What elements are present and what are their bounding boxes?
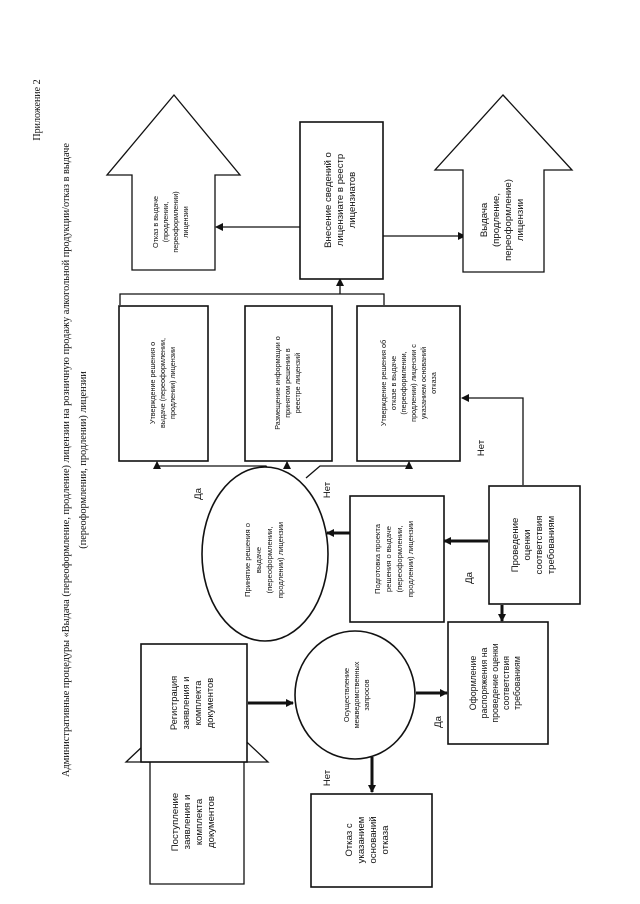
svg-text:требованиям: требованиям bbox=[546, 516, 557, 575]
svg-text:лицензии: лицензии bbox=[181, 206, 190, 238]
appendix-label: Приложение 2 bbox=[32, 79, 43, 140]
svg-text:документов: документов bbox=[205, 678, 215, 728]
receipt-text: Поступление заявления и комплекта докуме… bbox=[170, 793, 217, 851]
svg-text:Оформление: Оформление bbox=[468, 656, 478, 711]
refusal-reasons-box bbox=[310, 793, 433, 888]
svg-text:указанием: указанием bbox=[356, 817, 367, 864]
interagency-text: Осуществление межведомственных запросов bbox=[342, 661, 371, 728]
assessment-box bbox=[488, 485, 581, 605]
svg-text:Утверждение решения об: Утверждение решения об bbox=[379, 340, 388, 426]
approve-issue-text: Утверждение решения о выдаче (переоформл… bbox=[148, 338, 177, 428]
svg-text:Регистрация: Регистрация bbox=[169, 676, 179, 730]
approve-refusal-box bbox=[356, 305, 461, 462]
registration-text: Регистрация заявления и комплекта докуме… bbox=[169, 676, 215, 730]
order-assessment-box bbox=[447, 621, 549, 745]
svg-text:Подготовка проекта: Подготовка проекта bbox=[373, 523, 382, 594]
svg-text:выдаче (переоформлении,: выдаче (переоформлении, bbox=[158, 338, 167, 428]
issue-text: Выдача (продление, переоформление) лицен… bbox=[479, 179, 526, 261]
svg-text:Размещение информации о: Размещение информации о bbox=[273, 336, 282, 430]
svg-text:распоряжения на: распоряжения на bbox=[479, 647, 489, 718]
svg-text:(продлении,: (продлении, bbox=[161, 202, 170, 243]
decision-text: Принятие решения о выдаче (переоформлени… bbox=[243, 522, 285, 598]
label-yes-interagency: Да bbox=[433, 715, 444, 727]
interagency-circle bbox=[294, 630, 416, 760]
registration-box bbox=[140, 643, 248, 763]
svg-text:Отказ с: Отказ с bbox=[344, 823, 355, 857]
draft-preparation-text: Подготовка проекта решения о выдаче (пер… bbox=[373, 521, 415, 597]
label-yes-decision: Да bbox=[193, 487, 204, 499]
svg-text:соответствия: соответствия bbox=[501, 656, 511, 710]
svg-text:требованиям: требованиям bbox=[512, 656, 522, 710]
svg-text:оснований: оснований bbox=[368, 816, 379, 863]
svg-text:(переоформлении,: (переоформлении, bbox=[399, 351, 408, 414]
svg-text:комплекта: комплекта bbox=[193, 680, 203, 726]
approve-issue-box bbox=[118, 305, 209, 462]
svg-text:лицензиатов: лицензиатов bbox=[347, 172, 358, 229]
svg-text:выдаче: выдаче bbox=[254, 547, 263, 573]
registry-entry-box bbox=[299, 121, 384, 280]
approve-refusal-text: Утверждение решения об отказе в выдаче (… bbox=[379, 340, 438, 426]
page-title: Административные процедуры «Выдача (пере… bbox=[61, 143, 72, 777]
svg-text:продлении) лицензии: продлении) лицензии bbox=[168, 347, 177, 419]
page-subtitle: (переоформлении, продлении) лицензии bbox=[78, 371, 89, 549]
order-assessment-text: Оформление распоряжения на проведение оц… bbox=[468, 643, 522, 722]
refusal-reasons-text: Отказ с указанием оснований отказа bbox=[344, 816, 391, 863]
svg-text:продлении) лицензии: продлении) лицензии bbox=[276, 522, 285, 598]
assessment-text: Проведение оценки соответствия требовани… bbox=[510, 516, 557, 575]
svg-text:межведомственных: межведомственных bbox=[352, 661, 361, 728]
svg-text:продлении) лицензии: продлении) лицензии bbox=[406, 521, 415, 597]
label-no-decision: Нет bbox=[322, 481, 333, 498]
svg-text:Утверждение решения о: Утверждение решения о bbox=[148, 342, 157, 424]
svg-text:заявления и: заявления и bbox=[181, 677, 191, 730]
svg-text:Отказ в выдаче: Отказ в выдаче bbox=[151, 196, 160, 248]
label-no-interagency: Нет bbox=[322, 769, 333, 786]
svg-text:соответствия: соответствия bbox=[534, 516, 545, 575]
svg-text:реестре лицензий: реестре лицензий bbox=[293, 353, 302, 413]
svg-text:(переоформлении,: (переоформлении, bbox=[395, 526, 404, 593]
svg-text:Принятие решения о: Принятие решения о bbox=[243, 523, 252, 597]
svg-text:(продление,: (продление, bbox=[491, 193, 502, 247]
svg-text:лицензиате в реестр: лицензиате в реестр bbox=[335, 154, 346, 246]
refusal-issue-arrow bbox=[105, 93, 242, 271]
decision-circle bbox=[201, 466, 329, 642]
svg-text:Выдача: Выдача bbox=[479, 202, 490, 237]
svg-text:отказа: отказа bbox=[429, 372, 438, 394]
svg-text:отказа: отказа bbox=[380, 825, 391, 855]
svg-text:Поступление: Поступление bbox=[170, 793, 181, 851]
svg-text:продлении) лицензии с: продлении) лицензии с bbox=[409, 344, 418, 422]
svg-text:решения о выдаче: решения о выдаче bbox=[384, 526, 393, 592]
svg-text:переоформление): переоформление) bbox=[503, 179, 514, 261]
svg-text:принятом решении в: принятом решении в bbox=[283, 348, 292, 418]
registry-entry-text: Внесение сведений о лицензиате в реестр … bbox=[323, 152, 358, 248]
svg-text:отказе в выдаче: отказе в выдаче bbox=[389, 356, 398, 410]
draft-preparation-box bbox=[349, 495, 445, 623]
svg-text:запросов: запросов bbox=[362, 679, 371, 710]
svg-text:заявления и: заявления и bbox=[182, 795, 193, 850]
svg-text:документов: документов bbox=[206, 796, 217, 848]
svg-text:комплекта: комплекта bbox=[194, 798, 205, 845]
svg-text:переоформлении): переоформлении) bbox=[171, 191, 180, 252]
label-no-assessment: Нет bbox=[476, 439, 487, 456]
svg-text:указанием оснований: указанием оснований bbox=[419, 347, 428, 419]
svg-text:проведение оценки: проведение оценки bbox=[490, 643, 500, 722]
svg-text:лицензии: лицензии bbox=[515, 199, 526, 241]
label-yes-assessment: Да bbox=[464, 571, 475, 583]
issue-arrow bbox=[433, 94, 574, 273]
publish-info-text: Размещение информации о принятом решении… bbox=[273, 336, 302, 430]
svg-text:Проведение: Проведение bbox=[510, 518, 521, 573]
publish-info-box bbox=[244, 305, 333, 462]
refusal-issue-text: Отказ в выдаче (продлении, переоформлени… bbox=[151, 191, 190, 252]
svg-text:Осуществление: Осуществление bbox=[342, 668, 351, 722]
svg-text:(переоформлении,: (переоформлении, bbox=[265, 527, 274, 594]
svg-text:оценки: оценки bbox=[522, 530, 533, 561]
svg-text:Внесение сведений о: Внесение сведений о bbox=[323, 152, 334, 248]
